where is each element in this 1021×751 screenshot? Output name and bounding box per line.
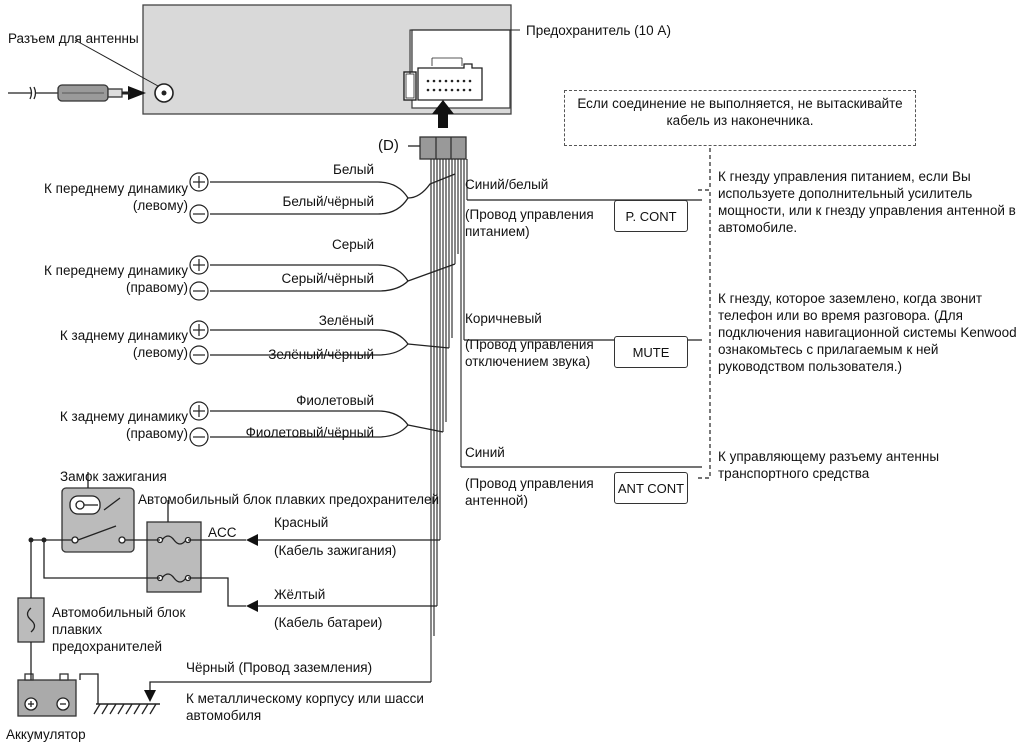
control-2-description: К гнезду, которое заземлено, когда звони… (718, 291, 1017, 374)
speaker-2-plus-wire: Серый (331, 237, 374, 252)
power-2-color: Жёлтый (274, 587, 326, 602)
ground-wire-destination: К металлическому корпусу или шасси автом… (186, 691, 424, 723)
control-1-description: К гнезду управления питанием, если Вы ис… (718, 169, 1016, 235)
control-1-color: Синий/белый (465, 177, 549, 192)
power-wires (246, 534, 440, 612)
control-3-color: Синий (465, 445, 505, 460)
fuse-block-battery (17, 597, 45, 643)
speaker-4-minus-wire: Фиолетовый/чёрный (245, 425, 374, 440)
speaker-4-plus-wire: Фиолетовый (296, 393, 374, 408)
bracket-dashed (698, 148, 711, 479)
control-2-purpose: (Провод управления отключением звука) (465, 337, 594, 369)
battery-label: Аккумулятор (6, 727, 86, 742)
battery (17, 673, 77, 717)
speaker-3-minus-wire: Зелёный/чёрный (268, 347, 374, 362)
control-3-description: К управляющему разъему антенны транспорт… (718, 449, 940, 481)
fuse-socket (403, 29, 520, 109)
leader-lines (74, 39, 159, 87)
fuse-block-main-label: Автомобильный блок плавких предохранител… (138, 492, 440, 507)
antenna-plug (8, 84, 146, 102)
speaker-1-target: К переднему динамику (левому) (44, 181, 188, 213)
ignition-switch-label: Замок зажигания (60, 469, 167, 484)
control-2-color: Коричневый (465, 311, 542, 326)
speaker-wires (210, 173, 456, 438)
speaker-2-minus-wire: Серый/чёрный (281, 271, 374, 286)
speaker-3-plus-wire: Зелёный (318, 313, 374, 328)
control-1-purpose: (Провод управления питанием) (465, 207, 594, 239)
ant-cont-terminal: ANT CONT (614, 472, 688, 504)
ground-wire-color: Чёрный (Провод заземления) (186, 660, 373, 675)
speaker-1-plus-wire: Белый (332, 162, 374, 177)
speaker-1-minus-wire: Белый/чёрный (282, 194, 374, 209)
mute-terminal: MUTE (614, 336, 688, 368)
fuse-label: Предохранитель (10 A) (526, 23, 671, 38)
polarity-signs (189, 172, 209, 447)
speaker-2-target: К переднему динамику (правому) (44, 263, 188, 295)
wire-harness (430, 159, 468, 682)
acc-label: ACC (208, 525, 237, 540)
ground-symbol (93, 703, 160, 715)
connector-label: (D) (378, 137, 399, 154)
control-3-purpose: (Провод управления антенной) (465, 476, 594, 508)
speaker-3-target: К заднему динамику (левому) (59, 328, 188, 360)
warning-note: Если соединение не выполняется, не вытас… (564, 90, 916, 146)
speaker-4-target: К заднему динамику (правому) (59, 409, 188, 441)
fuse-block-main (146, 521, 202, 593)
insert-arrow (432, 100, 454, 128)
power-2-purpose: (Кабель батареи) (274, 615, 383, 630)
fuse-block-battery-label: Автомобильный блок плавких предохранител… (52, 605, 186, 654)
ignition-switch (61, 487, 135, 553)
power-1-purpose: (Кабель зажигания) (274, 543, 397, 558)
harness-connector (408, 136, 467, 160)
antenna-jack-label: Разъем для антенны (8, 31, 139, 46)
circuit-lines (30, 472, 431, 704)
control-wires (461, 199, 702, 468)
power-1-color: Красный (274, 515, 329, 530)
p-cont-terminal: P. CONT (614, 200, 688, 232)
